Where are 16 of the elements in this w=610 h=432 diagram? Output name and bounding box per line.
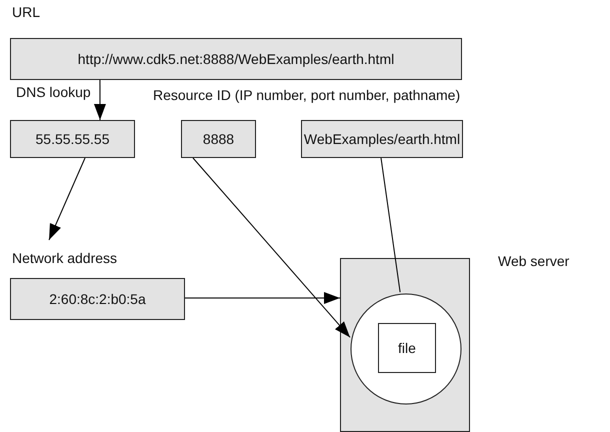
arrow <box>184 292 340 304</box>
address-box: 55.55.55.55 <box>10 120 135 158</box>
edge-label: DNS lookup <box>16 84 91 100</box>
arrow <box>94 80 106 120</box>
note-text: Resource ID (IP number, port number, pathname) <box>153 87 460 103</box>
port-box: 8888 <box>181 120 256 158</box>
arrow <box>48 158 86 240</box>
path-box: WebExamples/earth.html <box>301 120 463 158</box>
arrow <box>192 158 351 338</box>
connector-line <box>380 158 401 293</box>
file-box: file <box>378 323 436 373</box>
heading-text: Network address <box>12 250 118 266</box>
caption-text: Web server <box>498 253 570 269</box>
url-box: http://www.cdk5.net:8888/WebExamples/earth.html <box>10 38 462 80</box>
heading-text: URL <box>12 4 40 20</box>
address-box: 2:60:8c:2:b0:5a <box>10 278 185 320</box>
